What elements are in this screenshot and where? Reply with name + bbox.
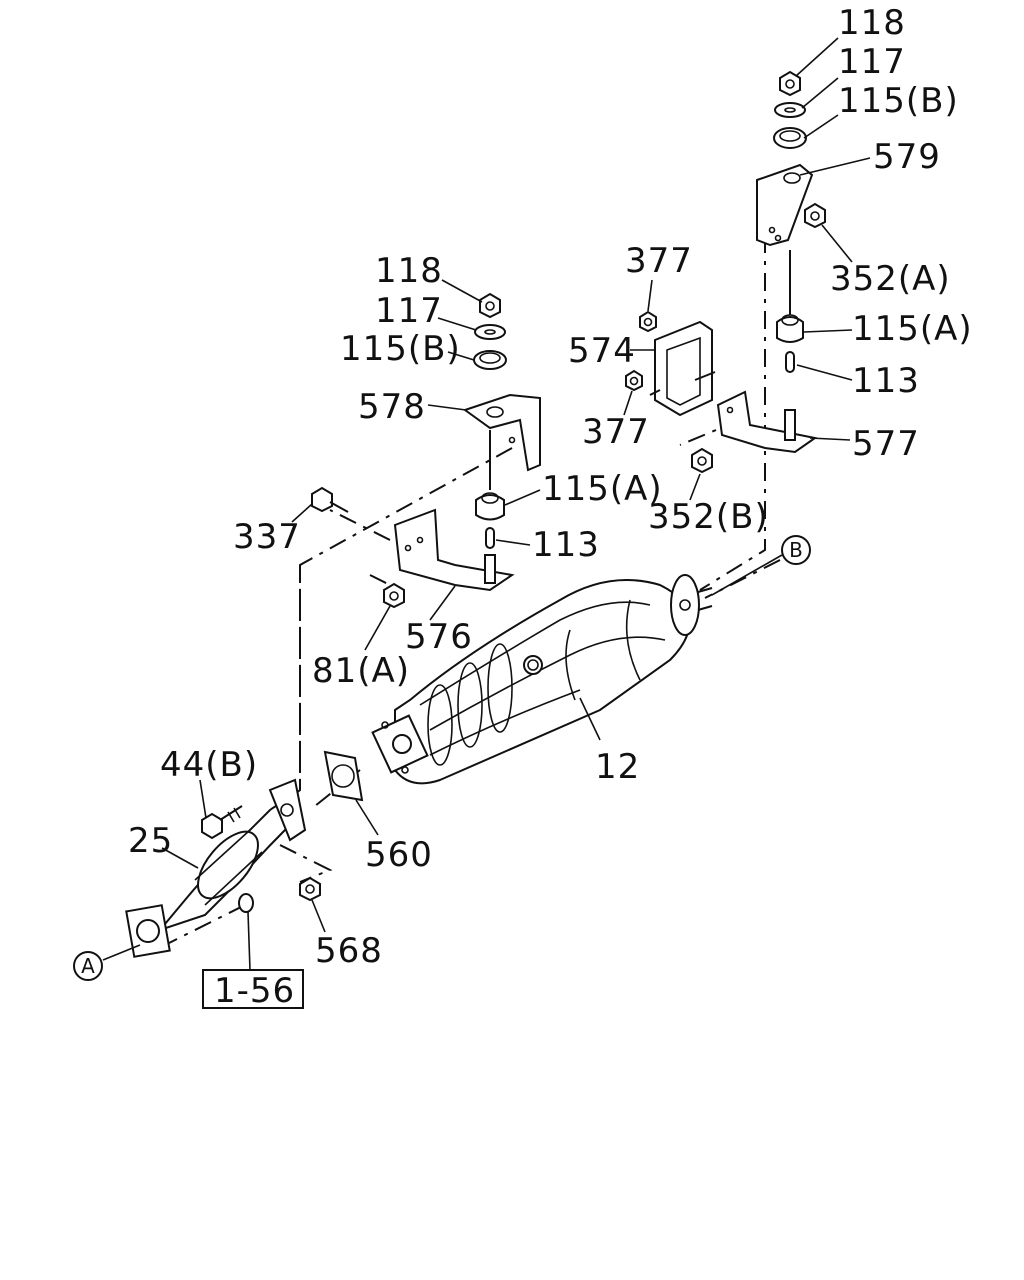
nut-568 [299, 876, 321, 902]
muffler-assembly [371, 574, 713, 785]
circle-marker-a-label: A [81, 954, 95, 978]
circle-marker-b: B [781, 535, 811, 565]
label-117-left: 117 [375, 291, 443, 331]
label-579: 579 [873, 137, 941, 177]
circle-marker-a: A [73, 951, 103, 981]
label-352a: 352(A) [830, 259, 951, 299]
label-560: 560 [365, 835, 433, 875]
label-115b-left: 115(B) [340, 329, 461, 369]
washer-1-56 [238, 893, 254, 913]
label-574: 574 [568, 331, 636, 371]
label-568: 568 [315, 931, 383, 971]
label-25: 25 [128, 821, 173, 861]
label-337: 337 [233, 517, 301, 557]
label-577: 577 [852, 424, 920, 464]
front-pipe-assembly [125, 778, 307, 958]
gasket-560 [323, 750, 364, 802]
label-117-top: 117 [838, 42, 906, 82]
reference-box[interactable]: 1-56 [202, 969, 304, 1011]
reference-box-label: 1-56 [214, 971, 295, 1011]
leader-lines [102, 37, 871, 971]
left-hanger-group [311, 292, 541, 609]
bolt-44b [201, 805, 243, 840]
label-115b-top: 115(B) [838, 81, 959, 121]
label-113-left: 113 [532, 525, 600, 565]
label-377-bottom: 377 [582, 412, 650, 452]
circle-marker-b-label: B [789, 538, 803, 562]
label-115a-left: 115(A) [542, 469, 663, 509]
label-113-right: 113 [852, 361, 920, 401]
label-12: 12 [595, 747, 640, 787]
label-352b: 352(B) [648, 497, 769, 537]
label-81a: 81(A) [312, 651, 410, 691]
part-labels: 118 117 115(B) 579 352(A) 115(A) 113 577… [128, 3, 973, 971]
label-44b: 44(B) [160, 745, 258, 785]
label-377-top: 377 [625, 241, 693, 281]
right-hanger-group [625, 70, 826, 474]
label-576: 576 [405, 617, 473, 657]
label-578: 578 [358, 387, 426, 427]
label-115a-right: 115(A) [852, 309, 973, 349]
label-118-top: 118 [838, 3, 906, 43]
label-118-left: 118 [375, 251, 443, 291]
